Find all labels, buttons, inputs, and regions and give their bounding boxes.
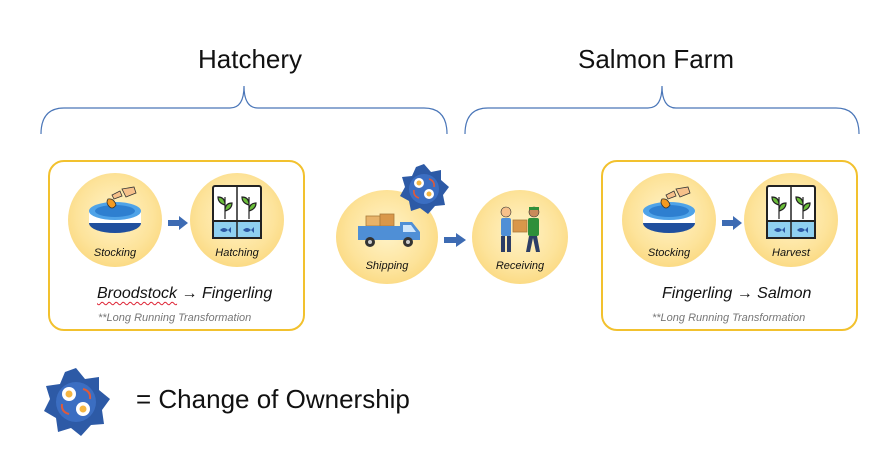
transform-arrow-icon: → (181, 285, 202, 302)
hatchery-transformation: Broodstock → Fingerling (97, 285, 272, 303)
shipping-label: Shipping (365, 260, 409, 272)
receiving-label: Receiving (495, 260, 545, 272)
handoff-icon (500, 206, 540, 252)
farm-stocking-step: Stocking (622, 173, 716, 267)
transform-arrow-icon: → (736, 285, 758, 302)
ownership-badge-icon (400, 164, 449, 214)
hatchery-stocking-label: Stocking (93, 247, 137, 259)
hatchery-stocking-step: Stocking (68, 173, 162, 267)
farm-transformation: Fingerling → Salmon (662, 285, 811, 303)
stocking-icon (89, 186, 141, 233)
hatching-step: Hatching (190, 173, 284, 267)
legend-text: = Change of Ownership (136, 384, 410, 414)
harvest-icon (766, 185, 816, 239)
farm-transform-to: Salmon (757, 285, 812, 302)
ownership-badge-icon (44, 368, 110, 436)
receiving-step: Receiving (472, 190, 568, 284)
hatchery-title: Hatchery (198, 44, 303, 74)
stocking-icon (643, 186, 695, 233)
harvest-label: Harvest (772, 247, 810, 259)
hatching-label: Hatching (215, 247, 259, 259)
hatching-icon (212, 185, 262, 239)
harvest-step: Harvest (744, 173, 838, 267)
hatchery-note: **Long Running Transformation (98, 312, 252, 324)
hatchery-bracket (40, 85, 448, 135)
salmon-farm-title: Salmon Farm (578, 44, 735, 74)
arrow-right-icon (722, 216, 742, 230)
farm-stocking-label: Stocking (647, 247, 691, 259)
farm-note: **Long Running Transformation (652, 312, 806, 324)
farm-transform-from: Fingerling (662, 285, 733, 302)
hatchery-transform-from: Broodstock (97, 285, 178, 302)
arrow-right-icon (168, 216, 188, 230)
salmon-farm-bracket (464, 85, 860, 135)
hatchery-transform-to: Fingerling (201, 285, 273, 302)
truck-icon (358, 213, 420, 247)
arrow-right-icon (444, 233, 466, 247)
